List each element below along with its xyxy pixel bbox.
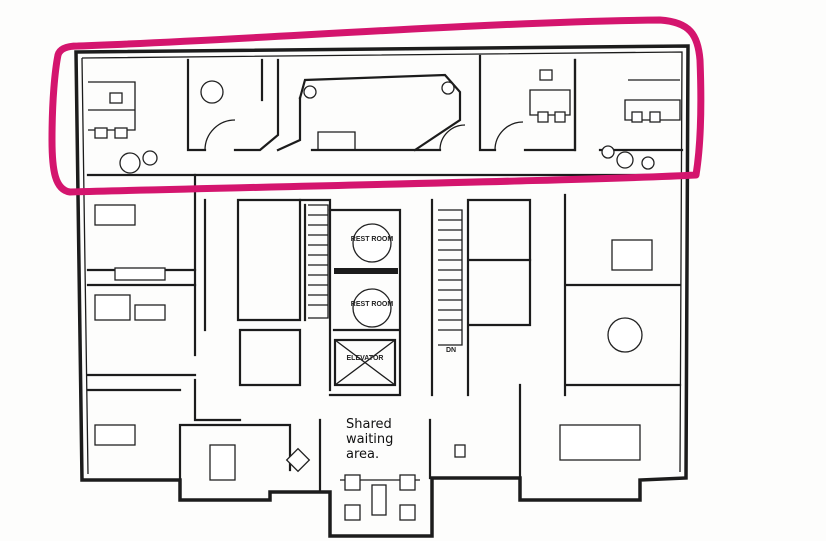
restroom-upper-label: REST ROOM	[351, 236, 394, 243]
highlight-outline	[48, 16, 705, 196]
elevator-label: ELEVATOR	[347, 355, 384, 362]
lower-furniture	[94, 204, 653, 521]
stairs	[308, 204, 463, 346]
top-furniture	[94, 69, 661, 174]
waiting-area-label-1: Shared	[346, 417, 392, 432]
waiting-area-label-2: waiting	[346, 432, 393, 447]
waiting-area-note: Shared waiting area.	[346, 417, 393, 462]
restrooms: REST ROOM REST ROOM	[334, 223, 398, 328]
elevator: ELEVATOR	[333, 338, 397, 387]
top-office-walls	[86, 54, 684, 177]
exterior-walls	[74, 44, 690, 538]
stairs-down-label: DN	[446, 347, 456, 354]
waiting-area-label-3: area.	[346, 447, 379, 462]
restroom-lower-label: REST ROOM	[351, 301, 394, 308]
